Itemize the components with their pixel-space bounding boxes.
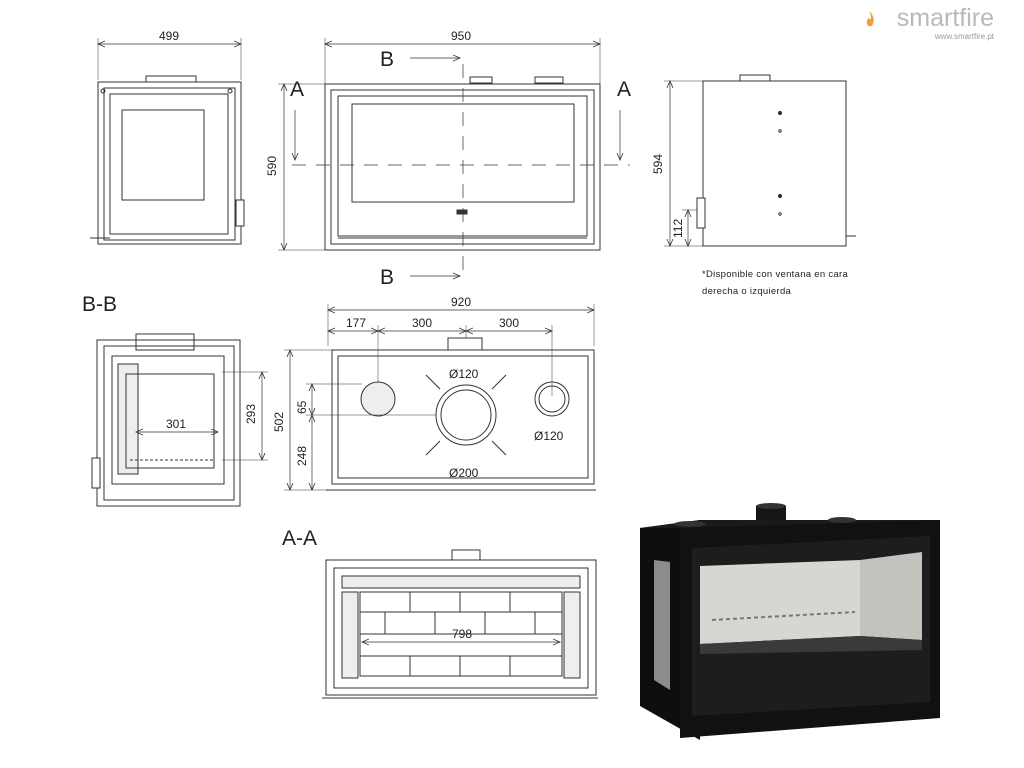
section-a-marker-left: A [290,78,304,101]
section-bb-drawing [91,333,268,507]
flame-icon [866,11,874,27]
section-aa-title: A-A [282,527,317,550]
section-aa-drawing [322,549,598,699]
hole-center-diameter-label: Ø200 [449,466,479,480]
side-right-offset-label: 112 [671,219,685,238]
side-view-left [90,38,245,245]
front-width-label: 950 [451,29,471,43]
fireplace-render [640,503,940,740]
brand-url: www.smartfire.pt [934,32,994,41]
section-bb-depth-label: 301 [166,417,186,431]
front-view [278,38,630,278]
side-view-right [664,74,856,246]
top-offset-2-label: 300 [412,316,432,330]
top-view [284,304,596,490]
side-right-height-label: 594 [651,154,665,174]
top-offset-1-label: 177 [346,316,366,330]
section-bb-title: B-B [82,293,117,316]
side-left-width-label: 499 [159,29,179,43]
window-note-line-2: derecha o izquierda [702,286,792,297]
hole-right-diameter-label: Ø120 [534,429,564,443]
section-bb-height-label: 293 [244,404,258,424]
top-h1-label: 65 [295,400,309,414]
window-note-line-1: *Disponible con ventana en cara [702,269,849,280]
section-a-marker-right: A [617,78,631,101]
front-height-label: 590 [265,156,279,176]
top-offset-3-label: 300 [499,316,519,330]
section-aa-width-label: 798 [452,627,472,641]
section-b-marker-bottom: B [380,266,394,289]
brand-name: smartfire [896,4,994,32]
top-h2-label: 248 [295,446,309,466]
section-b-marker-top: B [380,48,394,71]
top-height-label: 502 [272,412,286,432]
top-width-label: 920 [451,295,471,309]
brand-logo: smartfire www.smartfire.pt [864,4,994,42]
hole-left-diameter-label: Ø120 [449,367,479,381]
